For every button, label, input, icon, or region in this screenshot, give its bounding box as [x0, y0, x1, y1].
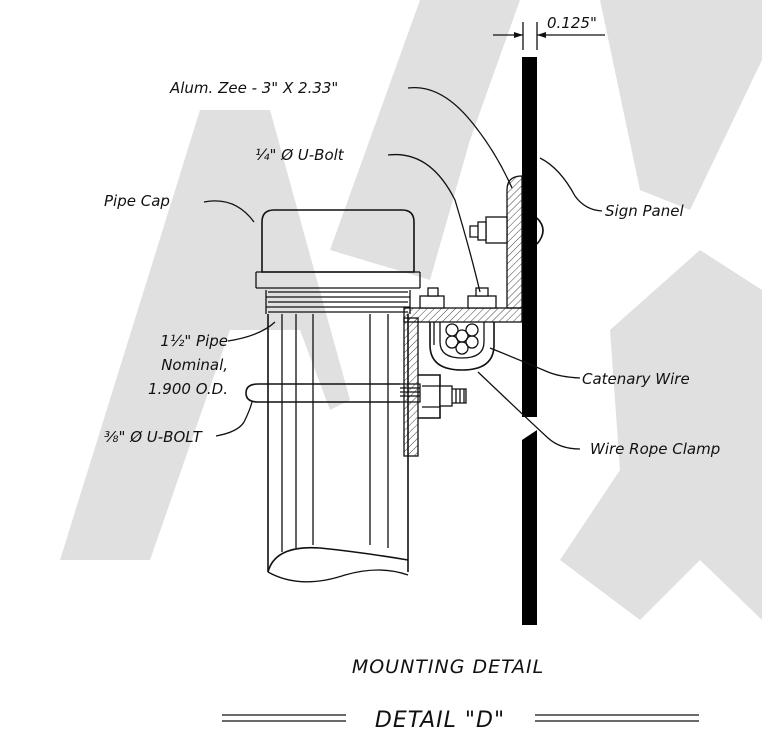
dimension-thickness: 0.125" [493, 14, 605, 50]
label-u-bolt-large: ⅜" Ø U-BOLT [104, 428, 204, 446]
leader-catenary [489, 347, 581, 379]
leader-u-bolt-small [387, 153, 481, 293]
label-pipe-line1: 1½" Pipe [160, 332, 228, 350]
label-wire-rope-clamp: Wire Rope Clamp [590, 440, 720, 458]
label-sign-panel: Sign Panel [605, 202, 684, 220]
label-catenary-wire: Catenary Wire [582, 370, 690, 388]
label-zee: Alum. Zee - 3" X 2.33" [169, 79, 338, 97]
label-pipe-cap: Pipe Cap [104, 192, 170, 210]
label-pipe-line3: 1.900 O.D. [148, 380, 228, 398]
pipe-cap [255, 209, 421, 289]
pipe-body [267, 314, 409, 583]
title-detail-d: DETAIL "D" [375, 708, 505, 733]
label-u-bolt-small: ¼" Ø U-Bolt [255, 146, 345, 164]
leader-pipe [227, 321, 276, 342]
pipe-bolt-nut [418, 374, 467, 419]
title-detail-block: DETAIL "D" [222, 708, 699, 733]
leader-u-bolt-large [215, 401, 253, 437]
leader-zee [407, 86, 513, 189]
panel-bolt [469, 216, 544, 245]
sign-panel [522, 57, 537, 625]
wire-rope-clamp [429, 322, 495, 371]
title-mounting-detail: MOUNTING DETAIL [352, 656, 544, 678]
leader-sign-panel [539, 157, 603, 212]
leader-pipe-cap [203, 200, 255, 223]
label-pipe-line2: Nominal, [161, 356, 228, 374]
catenary-wire [445, 323, 479, 355]
zee-bracket [403, 175, 523, 457]
watermark-letter-r [600, 0, 762, 210]
watermark-letter-a [60, 110, 350, 560]
watermark [60, 0, 762, 620]
leaders [203, 86, 603, 450]
leader-wire-rope-clamp [477, 371, 581, 450]
u-bolt-small [419, 287, 497, 309]
watermark-letter-d [560, 250, 762, 620]
dimension-label: 0.125" [547, 14, 597, 32]
